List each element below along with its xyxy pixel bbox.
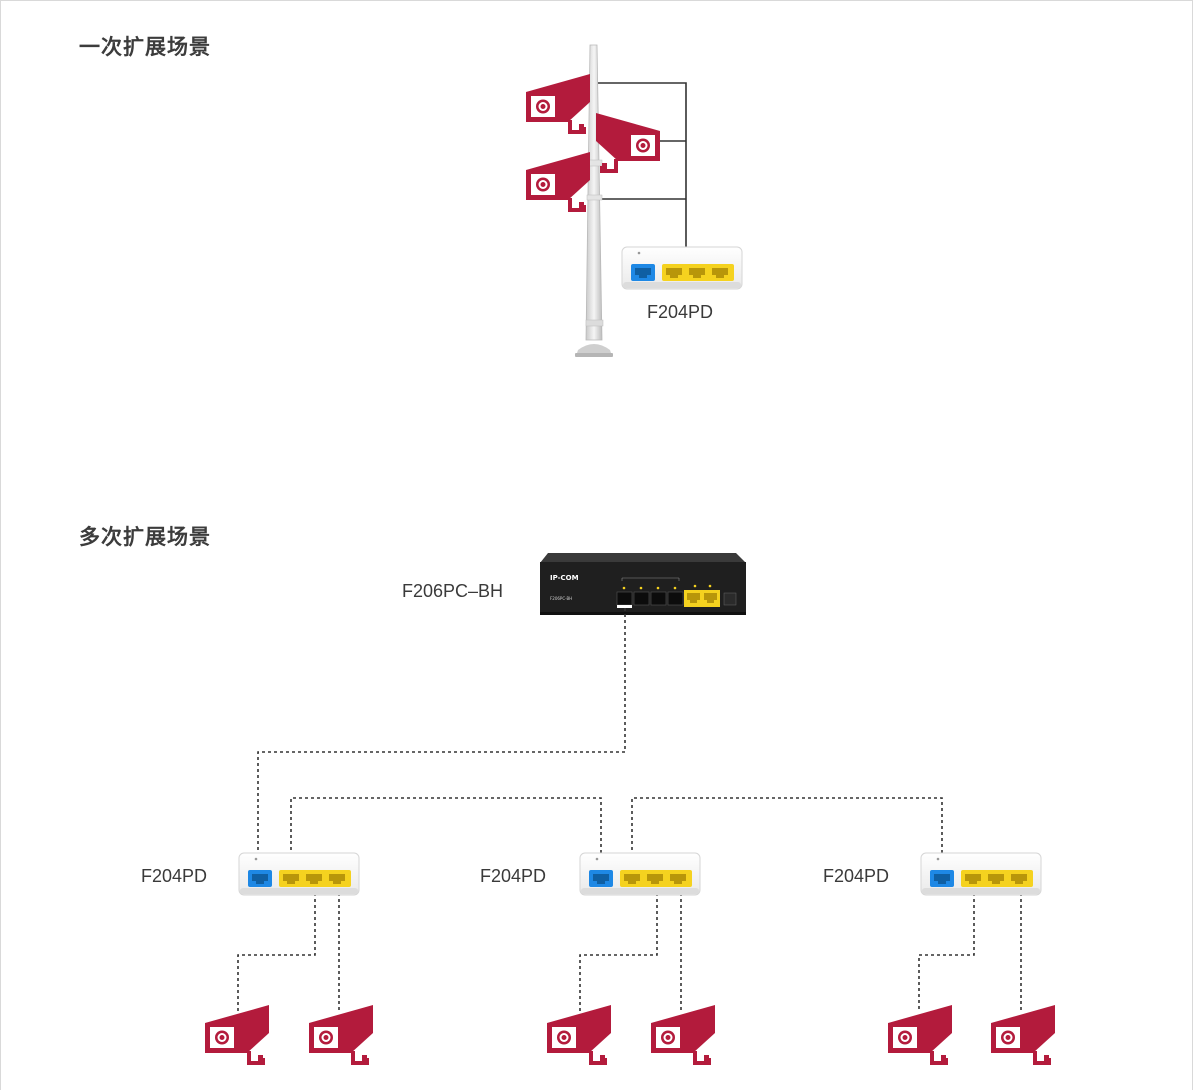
camera-icon	[307, 1003, 375, 1065]
switch-icon	[238, 852, 360, 896]
camera-icon	[203, 1003, 271, 1065]
switch-icon	[579, 852, 701, 896]
multi-extension-scene: IP-COM F206PC-BH	[203, 553, 1057, 1065]
camera-icon	[989, 1003, 1057, 1065]
camera-icon	[649, 1003, 717, 1065]
single-extension-scene	[524, 44, 743, 357]
root-switch-model: F206PC-BH	[550, 596, 572, 601]
uplink-cable-bus	[595, 82, 687, 247]
camera-icon	[886, 1003, 954, 1065]
switch-label-left: F204PD	[141, 866, 208, 886]
switch-label-single: F204PD	[647, 302, 714, 322]
camera-icon	[545, 1003, 613, 1065]
root-switch-brand: IP-COM	[550, 574, 579, 582]
switch-icon	[621, 246, 743, 290]
switch-icon	[920, 852, 1042, 896]
downlink-cables	[237, 608, 1022, 1012]
switch-label-right: F204PD	[823, 866, 890, 886]
camera-icon	[594, 111, 662, 173]
root-switch-label: F206PC–BH	[402, 581, 504, 601]
camera-icon	[524, 72, 592, 134]
camera-icon	[524, 150, 592, 212]
switch-label-middle: F204PD	[480, 866, 547, 886]
poe-switch-icon: IP-COM F206PC-BH	[540, 553, 746, 615]
section-title-multi-extension: 多次扩展场景	[79, 525, 211, 549]
section-title-single-extension: 一次扩展场景	[79, 35, 211, 59]
